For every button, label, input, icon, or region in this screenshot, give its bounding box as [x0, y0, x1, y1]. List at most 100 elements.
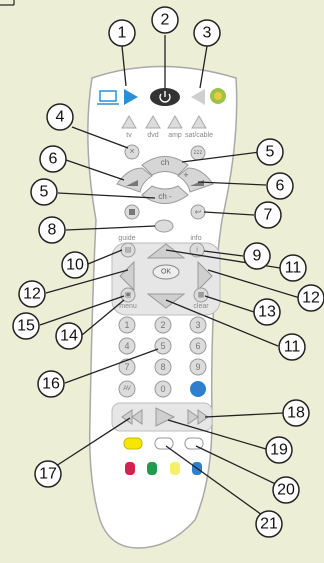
svg-text:2: 2 — [160, 320, 165, 330]
callout-18: 18 — [283, 400, 309, 426]
digit-1-button[interactable]: 1 — [119, 317, 135, 333]
menu-button[interactable]: ▣ — [121, 288, 135, 302]
device-label-tv: tv — [126, 132, 132, 139]
media-center-icon[interactable] — [210, 88, 226, 104]
guide-label: guide — [118, 235, 135, 242]
callout-9: 9 — [244, 243, 270, 269]
info-label: info — [190, 235, 201, 242]
digit-7-button[interactable]: 7 — [119, 359, 135, 375]
svg-text:12: 12 — [23, 286, 41, 303]
device-label-sat: sat/cable — [185, 132, 213, 139]
svg-text:11: 11 — [285, 260, 302, 277]
callout-4: 4 — [47, 104, 73, 130]
svg-text:1: 1 — [118, 25, 127, 42]
ok-button[interactable]: OK — [153, 265, 179, 279]
svg-text:10: 10 — [66, 257, 84, 274]
callout-16: 16 — [38, 371, 64, 397]
callout-17: 17 — [35, 461, 61, 487]
callout-12b: 12 — [298, 285, 324, 311]
return-button[interactable]: ↩ — [191, 205, 205, 219]
messenger-button[interactable] — [155, 220, 173, 232]
svg-text:9: 9 — [195, 362, 200, 372]
device-label-amp: amp — [168, 132, 182, 139]
digit-3-button[interactable]: 3 — [190, 317, 206, 333]
svg-text:14: 14 — [60, 328, 78, 345]
svg-text:3: 3 — [203, 25, 212, 42]
svg-text:4: 4 — [124, 341, 129, 351]
yellow-button[interactable] — [170, 462, 180, 475]
svg-text:7: 7 — [264, 207, 273, 224]
menu-label: menu — [119, 303, 137, 310]
svg-text:4: 4 — [56, 109, 65, 126]
callout-14: 14 — [56, 323, 82, 349]
guide-button[interactable]: ▤ — [121, 243, 135, 257]
svg-text:15: 15 — [17, 318, 35, 335]
callout-19: 19 — [266, 437, 292, 463]
svg-text:▦: ▦ — [198, 292, 205, 299]
svg-text:zzz: zzz — [194, 150, 203, 156]
callout-20: 20 — [273, 477, 299, 503]
callout-11a: 11 — [280, 255, 306, 281]
svg-text:5: 5 — [266, 144, 275, 161]
svg-text:13: 13 — [258, 304, 276, 321]
av-button[interactable]: AV — [119, 381, 135, 397]
svg-text:8: 8 — [160, 362, 165, 372]
callout-6b: 6 — [267, 173, 293, 199]
yellow-function-button[interactable] — [124, 438, 142, 449]
svg-text:1: 1 — [124, 320, 129, 330]
svg-text:3: 3 — [195, 320, 200, 330]
svg-text:16: 16 — [42, 376, 60, 393]
callout-2: 2 — [152, 7, 178, 33]
svg-text:↩: ↩ — [195, 208, 202, 217]
svg-text:11: 11 — [284, 339, 301, 356]
clear-label: clear — [193, 303, 209, 310]
power-button[interactable] — [150, 88, 180, 106]
svg-text:7: 7 — [124, 362, 129, 372]
svg-text:20: 20 — [277, 482, 295, 499]
red-button[interactable] — [125, 462, 135, 475]
callout-5b: 5 — [31, 179, 57, 205]
svg-text:12: 12 — [302, 290, 320, 307]
svg-text:8: 8 — [48, 222, 57, 239]
svg-text:2: 2 — [161, 12, 170, 29]
svg-text:21: 21 — [260, 516, 278, 533]
callout-10: 10 — [62, 252, 88, 278]
callout-7: 7 — [255, 202, 281, 228]
digit-5-button[interactable]: 5 — [155, 338, 171, 354]
record-button[interactable] — [125, 205, 139, 219]
svg-text:▣: ▣ — [125, 292, 132, 299]
callout-15: 15 — [13, 313, 39, 339]
svg-text:✕: ✕ — [129, 149, 135, 156]
callout-21: 21 — [256, 511, 282, 537]
clear-button[interactable]: ▦ — [194, 288, 208, 302]
digit-4-button[interactable]: 4 — [119, 338, 135, 354]
svg-text:5: 5 — [160, 341, 165, 351]
svg-text:ch -: ch - — [158, 192, 172, 201]
svg-text:6: 6 — [49, 151, 58, 168]
callout-6a: 6 — [40, 146, 66, 172]
svg-text:9: 9 — [253, 248, 262, 265]
callout-13: 13 — [254, 299, 280, 325]
digit-0-button[interactable]: 0 — [155, 381, 171, 397]
digit-6-button[interactable]: 6 — [190, 338, 206, 354]
digit-8-button[interactable]: 8 — [155, 359, 171, 375]
svg-text:17: 17 — [39, 466, 57, 483]
digit-9-button[interactable]: 9 — [190, 359, 206, 375]
callout-5a: 5 — [257, 139, 283, 165]
digit-2-button[interactable]: 2 — [155, 317, 171, 333]
svg-text:0: 0 — [160, 384, 165, 394]
green-button[interactable] — [147, 462, 157, 475]
svg-text:AV: AV — [123, 386, 131, 392]
callout-11b: 11 — [279, 334, 305, 360]
blue-dot-button[interactable] — [190, 381, 206, 397]
white-function-button-1[interactable] — [155, 438, 173, 449]
callout-8: 8 — [39, 217, 65, 243]
svg-text:18: 18 — [287, 405, 305, 422]
sleep-button[interactable]: zzz — [191, 146, 205, 160]
svg-text:6: 6 — [195, 341, 200, 351]
svg-text:ch: ch — [161, 158, 169, 167]
svg-text:5: 5 — [40, 184, 49, 201]
svg-text:+: + — [183, 170, 188, 180]
